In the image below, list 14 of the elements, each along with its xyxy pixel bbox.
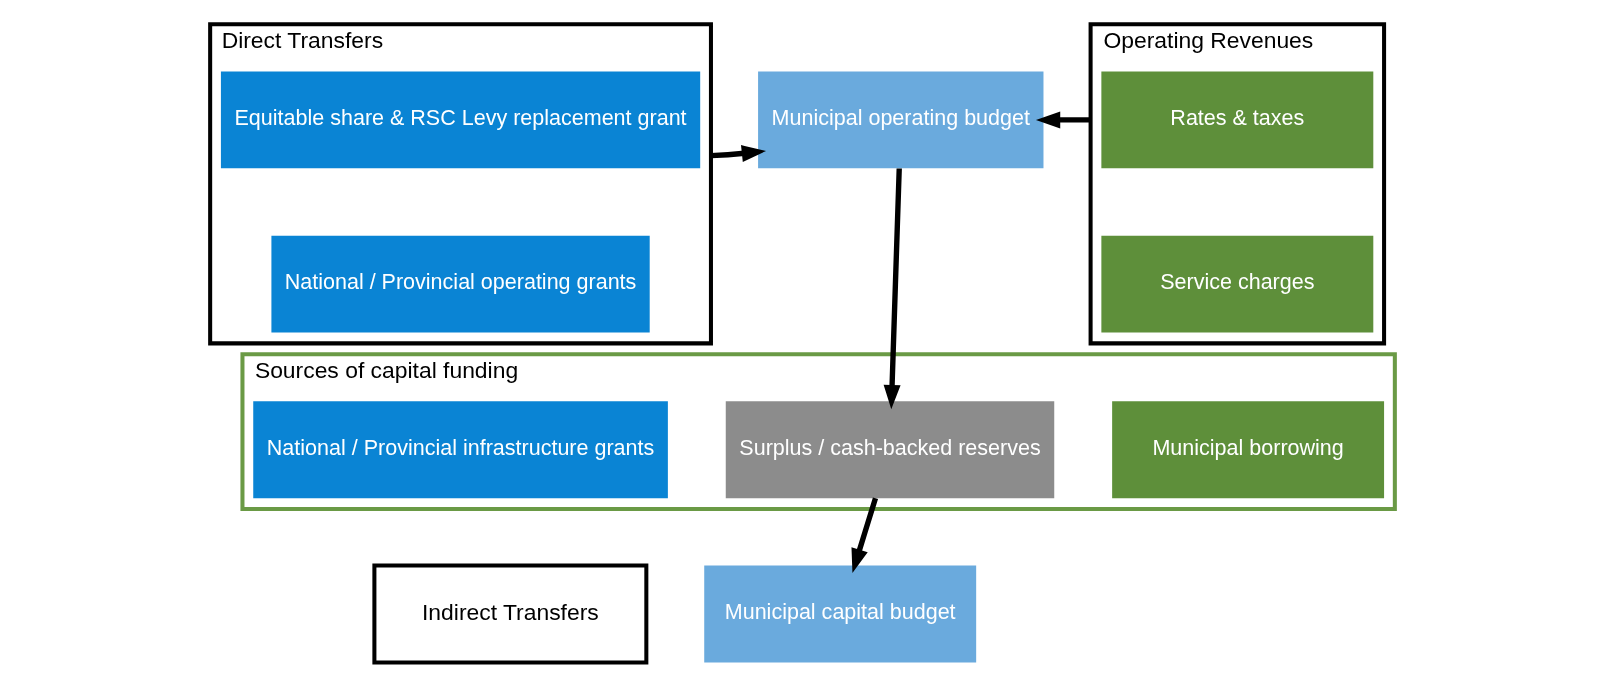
node-box: National / Provincial infrastructure grants: [252, 401, 668, 499]
node-box: Indirect Transfers: [371, 563, 648, 665]
arrow: [1035, 111, 1091, 129]
node-box: Municipal capital budget: [703, 565, 976, 663]
node-box: Service charges: [1100, 235, 1373, 333]
arrow: [710, 145, 766, 162]
node-box: Municipal borrowing: [1111, 401, 1384, 499]
node-box: Rates & taxes: [1100, 71, 1373, 169]
node-box: National / Provincial operating grants: [270, 235, 650, 333]
node-box: Municipal operating budget: [757, 71, 1043, 169]
arrow: [883, 168, 902, 410]
arrow: [850, 497, 878, 573]
node-box: Equitable share & RSC Levy replacement grant: [220, 71, 700, 169]
node-box: Surplus / cash-backed reserves: [725, 401, 1054, 499]
